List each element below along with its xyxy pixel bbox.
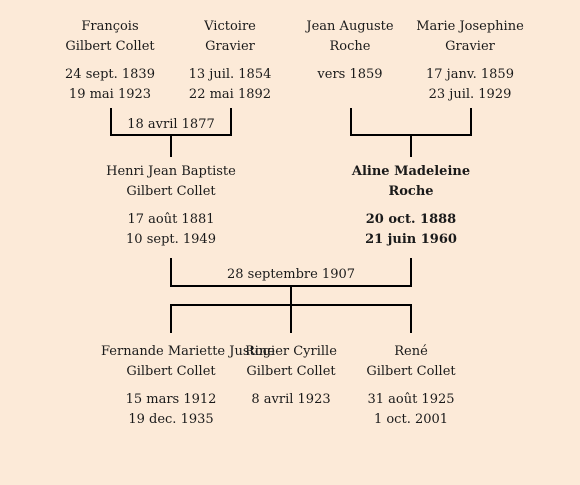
life-dates: 15 mars 1912 19 dec. 1935 <box>101 390 241 430</box>
family-name: Gilbert Collet <box>126 364 216 379</box>
family-name: Gravier <box>445 39 495 54</box>
death-date: 22 mai 1892 <box>188 87 272 102</box>
birth-date: 24 sept. 1839 <box>65 67 155 82</box>
family-name: Gilbert Collet <box>65 39 155 54</box>
person-marie-josephine[interactable]: Marie Josephine Gravier 17 janv. 1859 23… <box>400 17 540 105</box>
family-name: Gravier <box>205 39 255 54</box>
person-rogier[interactable]: Rogier Cyrille Gilbert Collet 8 avril 19… <box>221 342 361 410</box>
birth-date: 17 août 1881 <box>127 212 215 227</box>
family-name: Roche <box>329 39 371 54</box>
given-name: René <box>394 344 428 359</box>
person-jean-auguste[interactable]: Jean Auguste Roche vers 1859 <box>280 17 420 85</box>
life-dates: 20 oct. 1888 21 juin 1960 <box>341 210 481 250</box>
birth-date: 17 janv. 1859 <box>426 67 514 82</box>
given-name: François <box>81 19 139 34</box>
life-dates: vers 1859 <box>280 65 420 85</box>
life-dates: 13 juil. 1854 22 mai 1892 <box>160 65 300 105</box>
person-aline[interactable]: Aline Madeleine Roche 20 oct. 1888 21 ju… <box>341 162 481 250</box>
life-dates: 8 avril 1923 <box>221 390 361 410</box>
given-name: Victoire <box>204 19 256 34</box>
death-date: 19 dec. 1935 <box>128 412 214 427</box>
birth-date: 15 mars 1912 <box>125 392 217 407</box>
life-dates: 24 sept. 1839 19 mai 1923 <box>40 65 180 105</box>
family-name: Roche <box>388 184 434 199</box>
given-name: Henri Jean Baptiste <box>106 164 236 179</box>
birth-date: vers 1859 <box>317 67 383 82</box>
family-name: Gilbert Collet <box>246 364 336 379</box>
person-francois[interactable]: François Gilbert Collet 24 sept. 1839 19… <box>40 17 180 105</box>
union-date-henri-aline: 28 septembre 1907 <box>226 267 356 282</box>
life-dates: 17 août 1881 10 sept. 1949 <box>101 210 241 250</box>
death-date: 23 juil. 1929 <box>428 87 512 102</box>
death-date: 19 mai 1923 <box>68 87 152 102</box>
given-name: Jean Auguste <box>306 19 394 34</box>
family-name: Gilbert Collet <box>366 364 456 379</box>
birth-date: 20 oct. 1888 <box>365 212 457 227</box>
birth-date: 31 août 1925 <box>367 392 455 407</box>
given-name: Aline Madeleine <box>351 164 471 179</box>
person-victoire[interactable]: Victoire Gravier 13 juil. 1854 22 mai 18… <box>160 17 300 105</box>
death-date: 10 sept. 1949 <box>126 232 216 247</box>
life-dates: 17 janv. 1859 23 juil. 1929 <box>400 65 540 105</box>
family-name: Gilbert Collet <box>126 184 216 199</box>
life-dates: 31 août 1925 1 oct. 2001 <box>341 390 481 430</box>
person-henri[interactable]: Henri Jean Baptiste Gilbert Collet 17 ao… <box>101 162 241 250</box>
death-date: 21 juin 1960 <box>365 232 457 247</box>
given-name: Rogier Cyrille <box>245 344 337 359</box>
birth-date: 8 avril 1923 <box>251 392 331 407</box>
death-date: 1 oct. 2001 <box>373 412 449 427</box>
birth-date: 13 juil. 1854 <box>188 67 272 82</box>
given-name: Fernande Mariette Justine <box>101 344 275 359</box>
person-fernande[interactable]: Fernande Mariette Justine Gilbert Collet… <box>101 342 275 430</box>
given-name: Marie Josephine <box>416 19 524 34</box>
person-rene[interactable]: René Gilbert Collet 31 août 1925 1 oct. … <box>341 342 481 430</box>
union-date-francois-victoire: 18 avril 1877 <box>127 117 215 132</box>
